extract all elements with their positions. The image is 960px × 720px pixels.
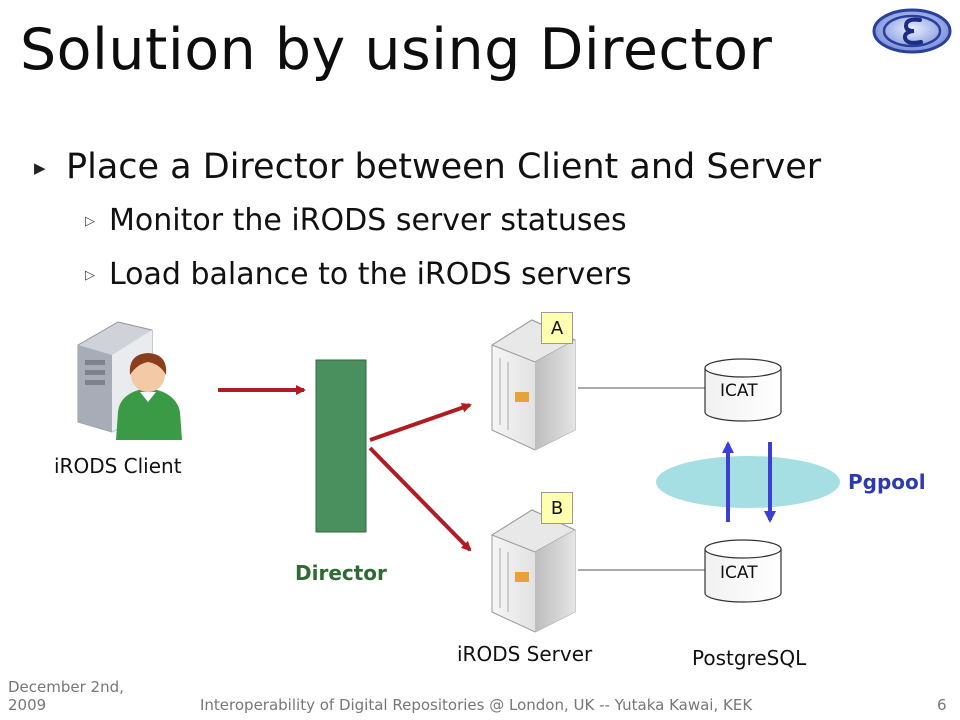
bullet-text: Load balance to the iRODS servers <box>109 257 632 292</box>
bullet-text: Monitor the iRODS server statuses <box>109 203 627 238</box>
director-to-server-a-arrow <box>369 402 472 442</box>
footer-page-number: 6 <box>937 696 947 714</box>
client-workstation-icon <box>77 321 182 440</box>
database-cylinder-icon <box>704 539 782 603</box>
bullet-triangle-icon: ▶ <box>34 158 46 177</box>
footer-date: December 2nd, 2009 <box>8 678 124 714</box>
director-label: Director <box>295 561 387 585</box>
footer-date-line2: 2009 <box>8 696 47 714</box>
icat-bottom-label: ICAT <box>720 563 758 583</box>
postgresql-label: PostgreSQL <box>692 646 807 670</box>
bullet-triangle-outline-icon: ▷ <box>85 268 95 283</box>
bullet-level1: ▶ Place a Director between Client and Ser… <box>34 150 821 185</box>
bullet-level2: ▷ Monitor the iRODS server statuses <box>85 206 627 236</box>
bullet-text: Place a Director between Client and Serv… <box>66 147 822 187</box>
bullet-triangle-outline-icon: ▷ <box>85 214 95 229</box>
icat-top-label: ICAT <box>720 381 758 401</box>
pgpool-label: Pgpool <box>848 470 926 494</box>
footer-date-line1: December 2nd, <box>8 678 124 696</box>
server-a-badge: A <box>541 312 573 344</box>
bullet-level2: ▷ Load balance to the iRODS servers <box>85 260 632 290</box>
server-b-badge: B <box>541 492 573 524</box>
slide-title: Solution by using Director <box>20 17 773 83</box>
database-cylinder-icon <box>704 358 782 422</box>
pgpool-ellipse <box>656 456 840 508</box>
director-to-server-b-arrow <box>368 446 472 552</box>
server-tower-icon <box>490 509 577 633</box>
director-box <box>315 359 367 533</box>
server-label: iRODS Server <box>457 642 593 666</box>
client-label: iRODS Client <box>54 454 182 478</box>
kek-logo-icon <box>872 8 952 54</box>
footer-center-text: Interoperability of Digital Repositories… <box>200 696 753 714</box>
